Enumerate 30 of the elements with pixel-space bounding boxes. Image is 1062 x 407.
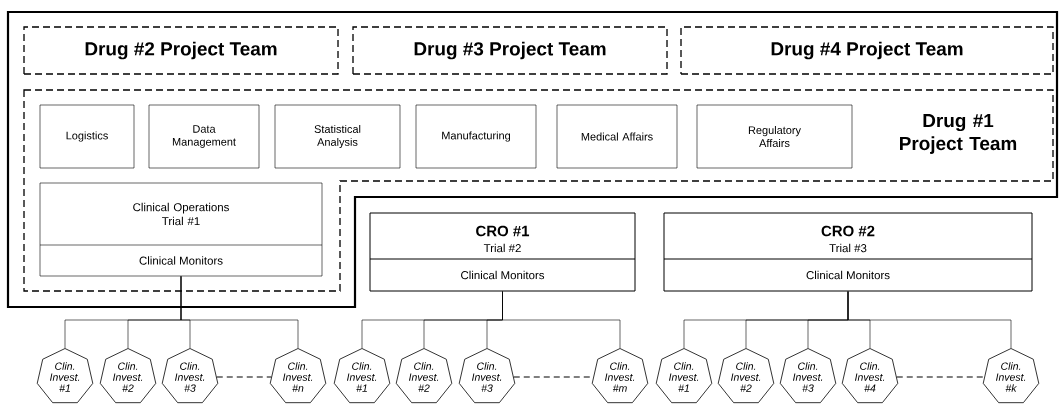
department-box: Logistics: [39, 104, 135, 169]
team-box: Drug #2 Project Team: [23, 26, 339, 75]
team-box: Drug #4 Project Team: [680, 26, 1054, 75]
team-box: Clinical Operations Trial #1 Clinical Monitors: [39, 182, 323, 277]
investigator-heptagon: Clin. Invest. #n: [269, 348, 327, 404]
connector-line: [502, 291, 621, 349]
department-box: Statistical Analysis: [274, 104, 401, 169]
department-box: Medical Affairs: [556, 104, 678, 169]
connector-line: [180, 276, 299, 349]
ellipsis-line: [896, 376, 985, 378]
investigator-heptagon: Clin. Invest. #k: [982, 348, 1040, 404]
ellipsis-line: [216, 376, 272, 378]
team-box: CRO #2 Trial #3 Clinical Monitors: [663, 212, 1033, 292]
investigator-heptagon: Clin. Invest. #2: [395, 348, 453, 404]
investigator-heptagon: Clin. Invest. #3: [458, 348, 516, 404]
investigator-heptagon: Clin. Invest. #1: [655, 348, 713, 404]
team-box: CRO #1 Trial #2 Clinical Monitors: [369, 212, 636, 292]
investigator-heptagon: Clin. Invest. #2: [99, 348, 157, 404]
connector-line: [847, 291, 1012, 349]
investigator-heptagon: Clin. Invest. #4: [841, 348, 899, 404]
investigator-heptagon: Clin. Invest. #2: [717, 348, 775, 404]
department-box: Regulatory Affairs: [696, 104, 853, 169]
investigator-heptagon: Clin. Invest. #3: [779, 348, 837, 404]
team-box: Drug #3 Project Team: [352, 26, 668, 75]
department-box: Data Management: [148, 104, 260, 169]
investigator-heptagon: Clin. Invest. #3: [161, 348, 219, 404]
department-box: Manufacturing: [415, 104, 537, 169]
investigator-heptagon: Clin. Invest. #1: [333, 348, 391, 404]
investigator-heptagon: Clin. Invest. #m: [591, 348, 649, 404]
investigator-heptagon: Clin. Invest. #1: [36, 348, 94, 404]
